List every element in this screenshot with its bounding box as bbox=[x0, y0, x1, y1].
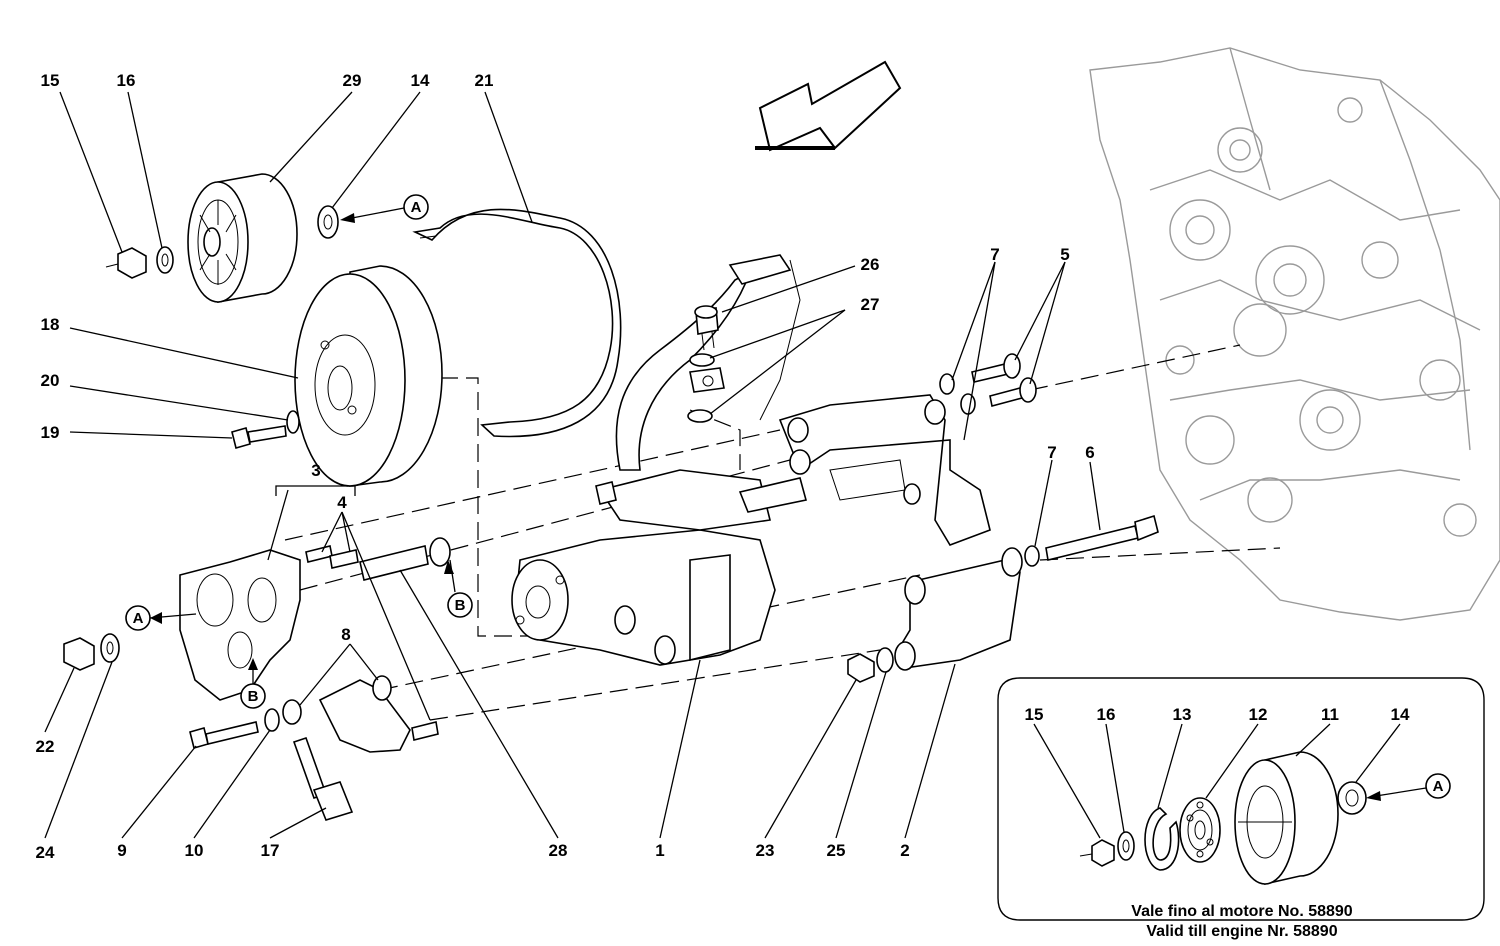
washer bbox=[1024, 545, 1040, 567]
inset-note-english: Valid till engine Nr. 58890 bbox=[1146, 923, 1337, 940]
callout-15: 15 bbox=[41, 71, 60, 90]
spacer bbox=[317, 205, 339, 239]
nut bbox=[63, 637, 95, 671]
brace bbox=[318, 675, 411, 753]
ref-marker-b-right: B bbox=[444, 559, 473, 618]
callout-19: 19 bbox=[41, 423, 60, 442]
bolt bbox=[292, 736, 354, 821]
inset-callout-13: 13 bbox=[1173, 705, 1192, 724]
callout-14: 14 bbox=[411, 71, 430, 90]
svg-text:A: A bbox=[133, 610, 144, 627]
callout-16: 16 bbox=[117, 71, 136, 90]
banjo-fitting bbox=[689, 367, 725, 393]
nut bbox=[1079, 839, 1115, 867]
callout-7-lower: 7 bbox=[1047, 443, 1056, 462]
nut bbox=[847, 653, 875, 683]
washer bbox=[156, 246, 174, 274]
inset-callout-15: 15 bbox=[1025, 705, 1044, 724]
svg-text:A: A bbox=[411, 199, 422, 216]
nut bbox=[105, 247, 147, 279]
direction-arrow-icon bbox=[755, 60, 902, 152]
callout-26: 26 bbox=[861, 255, 880, 274]
crank-pulley bbox=[294, 265, 443, 487]
circlip bbox=[1144, 807, 1180, 871]
callout-10: 10 bbox=[185, 841, 204, 860]
callout-6: 6 bbox=[1085, 443, 1094, 462]
spacer bbox=[282, 699, 302, 725]
drive-belt bbox=[412, 208, 622, 438]
washer bbox=[876, 647, 894, 673]
ref-marker-b-left: B bbox=[240, 658, 266, 709]
lower-bracket bbox=[894, 547, 1023, 671]
callout-28: 28 bbox=[549, 841, 568, 860]
callout-17: 17 bbox=[261, 841, 280, 860]
callout-21: 21 bbox=[475, 71, 494, 90]
svg-text:A: A bbox=[1433, 778, 1444, 795]
callout-25: 25 bbox=[827, 841, 846, 860]
inset-callout-14: 14 bbox=[1391, 705, 1410, 724]
sealing-washer bbox=[687, 409, 713, 423]
callout-9: 9 bbox=[117, 841, 126, 860]
power-steering-pump bbox=[511, 469, 776, 666]
washer bbox=[1117, 831, 1135, 861]
washer bbox=[100, 633, 120, 663]
leader-lines bbox=[44, 91, 1101, 839]
callout-24: 24 bbox=[36, 843, 55, 862]
banjo-bolt bbox=[694, 305, 719, 351]
inset-callout-16: 16 bbox=[1097, 705, 1116, 724]
callout-1: 1 bbox=[655, 841, 664, 860]
pump-bracket bbox=[179, 549, 301, 701]
callout-8: 8 bbox=[341, 625, 350, 644]
spacer bbox=[1337, 781, 1367, 815]
sleeve bbox=[359, 537, 451, 581]
inset-detail: A 15 16 13 12 11 14 Vale fino al motore … bbox=[997, 677, 1485, 940]
inset-callout-12: 12 bbox=[1249, 705, 1268, 724]
callout-22: 22 bbox=[36, 737, 55, 756]
ref-marker-a-left: A bbox=[125, 605, 197, 631]
callout-20: 20 bbox=[41, 371, 60, 390]
washer bbox=[286, 410, 300, 434]
callout-2: 2 bbox=[900, 841, 909, 860]
idler-pulley bbox=[187, 173, 298, 303]
callout-23: 23 bbox=[756, 841, 775, 860]
upper-bracket bbox=[778, 394, 991, 546]
ref-marker-a-top: A bbox=[340, 194, 429, 223]
callout-3: 3 bbox=[311, 461, 320, 480]
bearing bbox=[1179, 797, 1221, 863]
bolt bbox=[971, 353, 1037, 407]
washer bbox=[264, 708, 280, 732]
callout-4: 4 bbox=[337, 493, 347, 512]
engine-block-outline bbox=[1089, 47, 1500, 621]
callout-29: 29 bbox=[343, 71, 362, 90]
idler-pulley bbox=[1234, 751, 1339, 886]
callout-27: 27 bbox=[861, 295, 880, 314]
callout-7-upper: 7 bbox=[990, 245, 999, 264]
callout-18: 18 bbox=[41, 315, 60, 334]
long-bolt bbox=[1045, 514, 1159, 561]
svg-text:B: B bbox=[248, 688, 259, 705]
callout-labels: 15 16 29 14 21 26 27 7 5 18 20 19 3 4 7 … bbox=[36, 71, 1095, 862]
svg-text:B: B bbox=[455, 597, 466, 614]
inset-callout-11: 11 bbox=[1321, 705, 1339, 724]
sealing-washer bbox=[689, 353, 715, 367]
bolt bbox=[189, 721, 259, 749]
bolt bbox=[231, 425, 287, 449]
stud bbox=[305, 545, 359, 569]
inset-note-italian: Vale fino al motore No. 58890 bbox=[1131, 903, 1353, 920]
stud bbox=[411, 721, 439, 741]
callout-5: 5 bbox=[1060, 245, 1069, 264]
